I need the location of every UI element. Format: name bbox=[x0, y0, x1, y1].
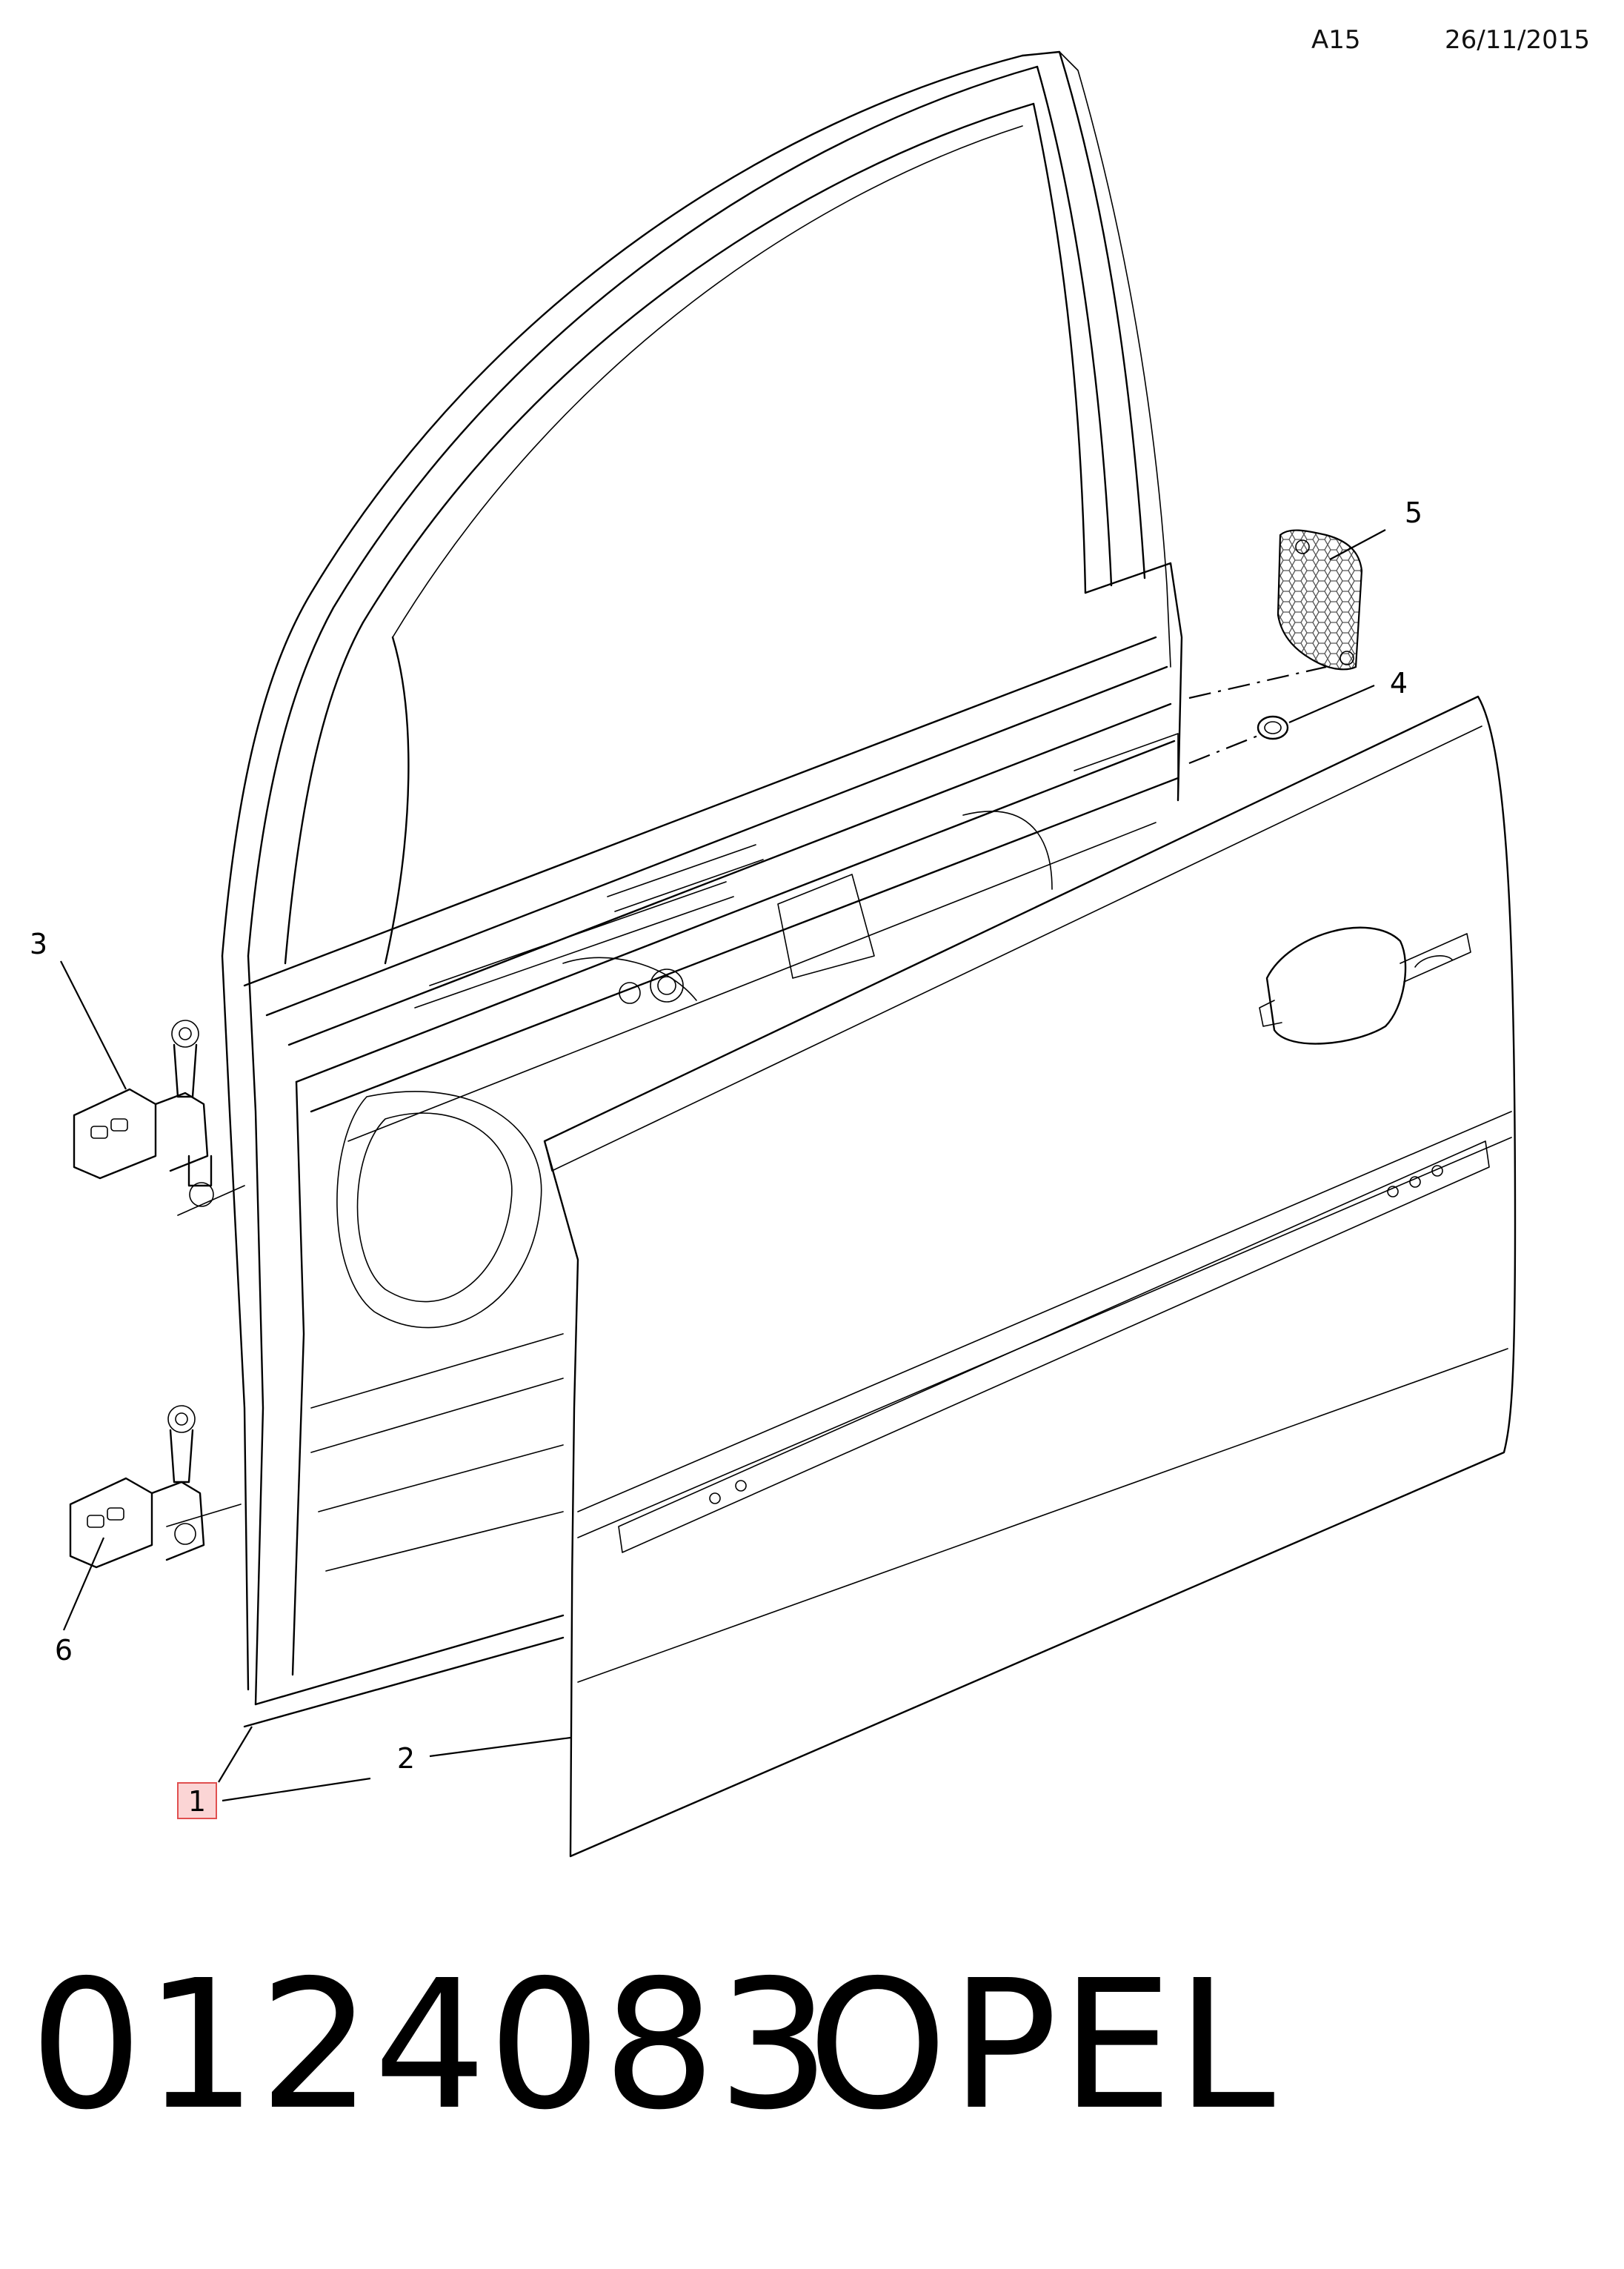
leader-line-1b bbox=[222, 1777, 371, 1802]
diagram-code: A15 bbox=[1311, 25, 1361, 55]
part-number: 0124083 bbox=[30, 1941, 832, 2149]
outer-door-panel bbox=[543, 695, 1517, 1858]
lower-hinge bbox=[69, 1405, 242, 1569]
callout-6[interactable]: 6 bbox=[55, 1634, 73, 1667]
callout-1[interactable]: 1 bbox=[188, 1785, 206, 1818]
door-frame-body bbox=[221, 50, 1183, 1728]
leader-line-5 bbox=[1329, 529, 1386, 560]
callout-5[interactable]: 5 bbox=[1405, 496, 1422, 529]
callout-1-highlight bbox=[177, 1782, 217, 1819]
grommet-assembly-line bbox=[1188, 734, 1260, 765]
upper-hinge bbox=[73, 1020, 245, 1216]
leader-line-2 bbox=[429, 1736, 571, 1758]
callout-3[interactable]: 3 bbox=[30, 928, 47, 960]
leader-line-4 bbox=[1288, 684, 1375, 724]
leader-line-3 bbox=[60, 960, 127, 1090]
callout-2[interactable]: 2 bbox=[397, 1742, 415, 1775]
diagram-date: 26/11/2015 bbox=[1445, 25, 1590, 55]
callout-4[interactable]: 4 bbox=[1390, 667, 1408, 700]
mesh-cover bbox=[1277, 529, 1363, 671]
brand-name: OPEL bbox=[808, 1941, 1278, 2149]
leader-line-1 bbox=[218, 1726, 253, 1783]
grommet bbox=[1257, 715, 1289, 740]
leader-line-6 bbox=[62, 1537, 105, 1631]
mesh-cover-assembly-line bbox=[1188, 665, 1327, 700]
